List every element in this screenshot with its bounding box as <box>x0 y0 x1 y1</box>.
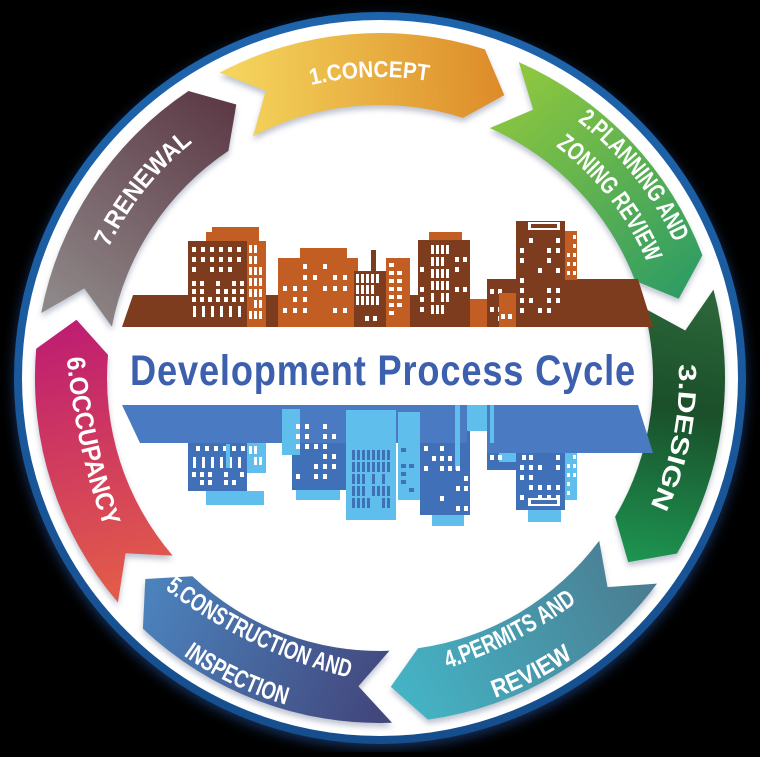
svg-text:Development Process Cycle: Development Process Cycle <box>130 347 636 395</box>
